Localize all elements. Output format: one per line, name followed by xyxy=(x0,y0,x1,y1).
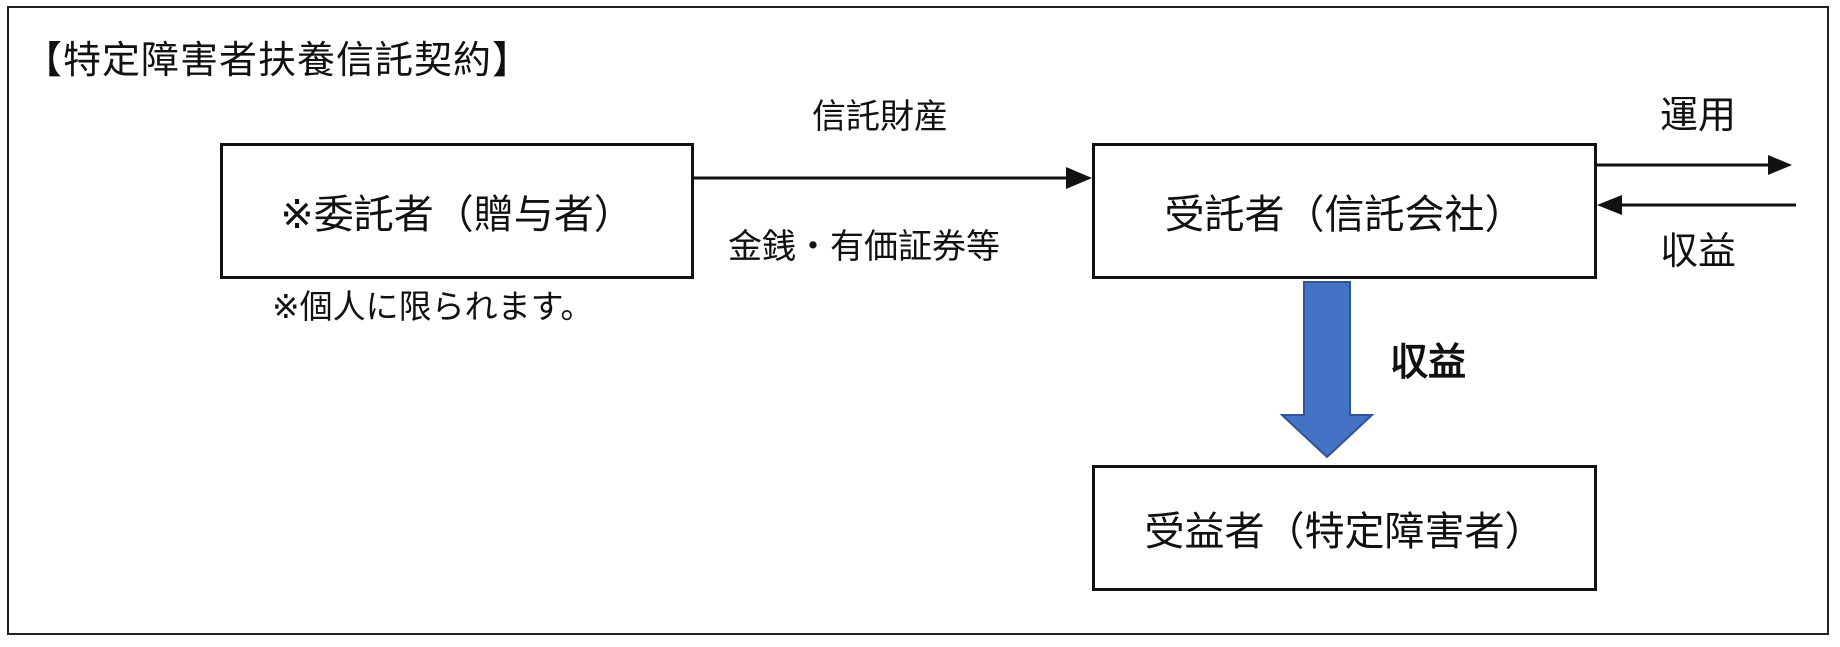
settlor-box: ※委託者（贈与者） xyxy=(220,143,694,279)
diagram-title: 【特定障害者扶養信託契約】 xyxy=(24,38,532,82)
operation-arrow xyxy=(1597,155,1792,175)
settlor-label: ※委託者（贈与者） xyxy=(280,192,634,238)
return-arrow xyxy=(1597,195,1796,215)
operation-label: 運用 xyxy=(1660,93,1737,137)
transfer-arrow xyxy=(694,167,1092,189)
trustee-box: 受託者（信託会社） xyxy=(1092,143,1597,279)
trust-property-label: 信託財産 xyxy=(812,97,948,137)
distribution-label: 収益 xyxy=(1390,340,1467,384)
beneficiary-box: 受益者（特定障害者） xyxy=(1092,465,1597,591)
settlor-note: ※個人に限られます。 xyxy=(272,287,594,326)
beneficiary-label: 受益者（特定障害者） xyxy=(1144,509,1545,555)
asset-types-label: 金銭・有価証券等 xyxy=(728,227,1000,267)
trustee-label: 受託者（信託会社） xyxy=(1164,192,1525,238)
external-return-label: 収益 xyxy=(1660,229,1737,273)
distribution-down-arrow xyxy=(1279,281,1375,459)
